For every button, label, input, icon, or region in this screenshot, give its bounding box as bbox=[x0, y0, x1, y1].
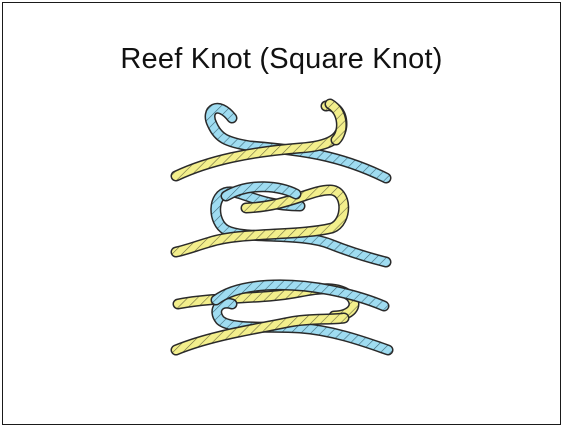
knot-step-3 bbox=[176, 285, 388, 350]
knot-step-1 bbox=[176, 104, 386, 178]
knot-step-2 bbox=[176, 187, 386, 262]
